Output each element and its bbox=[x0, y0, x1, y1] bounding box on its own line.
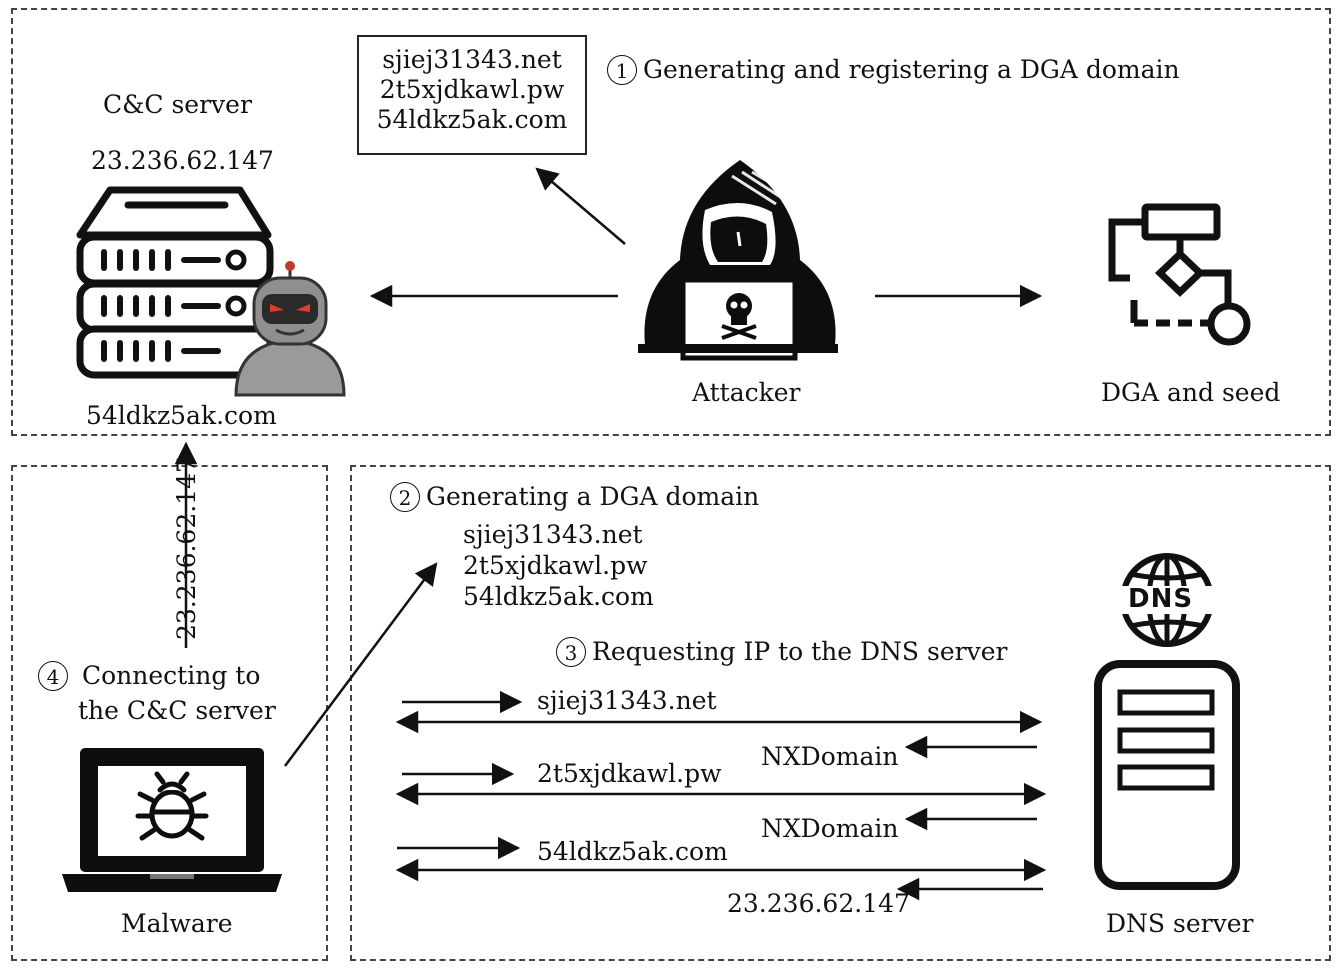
callout-domain: 2t5xjdkawl.pw bbox=[379, 75, 565, 104]
dns-query-arrows bbox=[395, 690, 1047, 901]
right-region bbox=[350, 465, 1331, 961]
dns-globe-icon bbox=[1120, 553, 1214, 647]
query-request: sjiej31343.net bbox=[537, 686, 717, 715]
malware-to-dga-arrow bbox=[283, 562, 438, 767]
malware-arrow-ip: 23.236.62.147 bbox=[172, 457, 201, 640]
generated-domain: 54ldkz5ak.com bbox=[463, 582, 654, 611]
step4-line1: Connecting to bbox=[82, 661, 261, 690]
domain-callout: sjiej31343.net 2t5xjdkawl.pw 54ldkz5ak.c… bbox=[357, 35, 587, 155]
step4-line2: the C&C server bbox=[78, 696, 276, 725]
step4-number: 4 bbox=[38, 661, 68, 691]
generated-domain: sjiej31343.net bbox=[463, 520, 643, 549]
bot-icon bbox=[234, 261, 346, 397]
dns-server-label: DNS server bbox=[1106, 909, 1254, 938]
step3-number: 3 bbox=[556, 637, 586, 667]
step2-label: Generating a DGA domain bbox=[426, 482, 760, 511]
attacker-icon bbox=[638, 160, 838, 361]
cc-server-domain: 54ldkz5ak.com bbox=[86, 401, 277, 430]
step3-label: Requesting IP to the DNS server bbox=[592, 637, 1008, 666]
query-response: NXDomain bbox=[761, 742, 899, 771]
left-region bbox=[11, 465, 328, 961]
attacker-label: Attacker bbox=[692, 378, 801, 407]
flowchart-icon bbox=[1108, 203, 1251, 346]
step2-number: 2 bbox=[390, 482, 420, 512]
dga-label: DGA and seed bbox=[1101, 378, 1281, 407]
dns-globe-label: DNS bbox=[1128, 584, 1194, 614]
malware-label: Malware bbox=[121, 909, 233, 938]
step4-heading: 4 Connecting to bbox=[38, 661, 260, 691]
dns-server-tower-icon bbox=[1094, 660, 1240, 890]
generated-domain: 2t5xjdkawl.pw bbox=[463, 551, 648, 580]
skull-icon bbox=[721, 293, 757, 340]
query-response: NXDomain bbox=[761, 814, 899, 843]
query-request: 54ldkz5ak.com bbox=[537, 837, 728, 866]
query-request: 2t5xjdkawl.pw bbox=[537, 759, 722, 788]
step1-number: 1 bbox=[607, 55, 637, 85]
cc-server-ip: 23.236.62.147 bbox=[91, 146, 274, 175]
step1-label: Generating and registering a DGA domain bbox=[643, 55, 1180, 84]
server-rack-icon bbox=[76, 186, 274, 379]
callout-domain: sjiej31343.net bbox=[382, 45, 562, 74]
attacker-to-callout-arrow bbox=[535, 167, 626, 245]
bug-icon bbox=[135, 771, 209, 841]
top-region bbox=[11, 8, 1331, 436]
query-response: 23.236.62.147 bbox=[727, 889, 910, 918]
top-arrows bbox=[369, 167, 1043, 308]
callout-domain: 54ldkz5ak.com bbox=[376, 105, 568, 134]
cc-server-label: C&C server bbox=[103, 90, 252, 119]
malware-laptop-icon bbox=[62, 748, 282, 892]
